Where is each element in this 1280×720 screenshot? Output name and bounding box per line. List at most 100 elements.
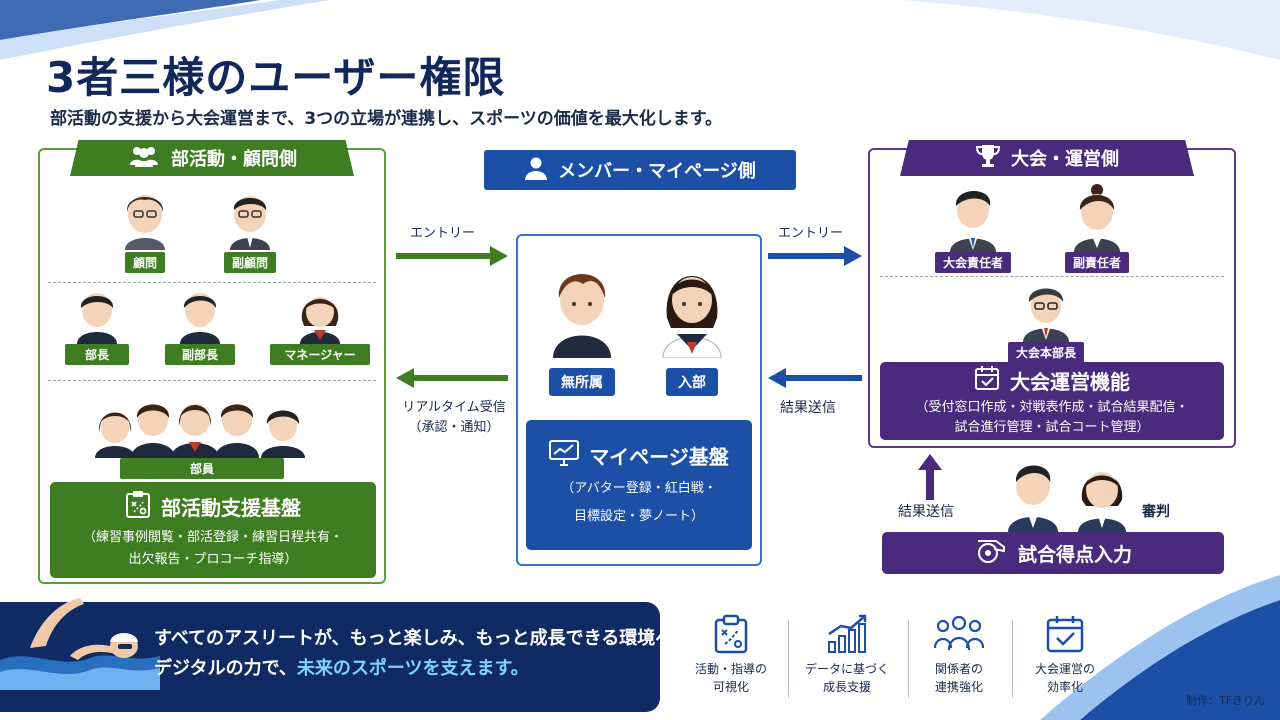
team-people-icon bbox=[933, 615, 985, 651]
feature-label-1: 大会運営の bbox=[1034, 662, 1095, 676]
score-input-box: 試合得点入力 bbox=[882, 532, 1224, 574]
divider bbox=[48, 380, 376, 381]
role-members: 部員 bbox=[92, 386, 312, 479]
results-arrow-left bbox=[768, 368, 862, 388]
club-panel-header: 部活動・顧問側 bbox=[70, 140, 354, 176]
user-icon bbox=[524, 156, 548, 185]
feature-label-2: 効率化 bbox=[1046, 680, 1083, 694]
role-label: 顧問 bbox=[124, 252, 165, 273]
tournament-ops-desc-2: 試合進行管理・試合コート管理） bbox=[954, 419, 1150, 435]
score-input-title: 試合得点入力 bbox=[1017, 543, 1132, 566]
member-platform-box: マイページ基盤 （アバター登録・紅白戦・ 目標設定・夢ノート） bbox=[526, 420, 752, 550]
divider bbox=[788, 620, 789, 698]
role-unaffiliated: 無所属 bbox=[540, 258, 624, 396]
feature-label-1: 活動・指導の bbox=[694, 662, 767, 676]
footer-line-2: デジタルの力で、未来のスポーツを支えます。 bbox=[154, 654, 691, 684]
page-subtitle: 部活動の支援から大会運営まで、3つの立場が連携し、スポーツの価値を最大化します。 bbox=[50, 109, 723, 129]
feature-label-2: 可視化 bbox=[712, 680, 749, 694]
role-label: マネージャー bbox=[270, 344, 370, 365]
role-label: 入部 bbox=[666, 368, 718, 396]
tournament-ops-desc-1: （受付窓口作成・対戦表作成・試合結果配信・ bbox=[915, 399, 1189, 415]
calendar-icon bbox=[974, 365, 1000, 396]
entry-arrow-right bbox=[768, 246, 862, 266]
entry-label-left: エントリー bbox=[410, 226, 476, 241]
avatar-vice-advisor-icon bbox=[230, 196, 270, 250]
role-vice-advisor: 副顧問 bbox=[215, 184, 285, 273]
role-captain: 部長 bbox=[62, 286, 132, 365]
tournament-ops-box: 大会運営機能 （受付窓口作成・対戦表作成・試合結果配信・ 試合進行管理・試合コー… bbox=[880, 362, 1224, 440]
swimmer-illustration bbox=[0, 598, 160, 690]
tournament-panel-title: 大会・運営側 bbox=[1011, 149, 1119, 170]
role-deputy: 副責任者 bbox=[1052, 182, 1142, 273]
avatar-manager-icon bbox=[300, 297, 340, 344]
divider bbox=[880, 276, 1224, 277]
feature-item: データに基づく成長支援 bbox=[792, 614, 902, 696]
avatar-joined-icon bbox=[662, 276, 722, 358]
role-label: 副部長 bbox=[165, 344, 235, 365]
calendar-check-icon bbox=[1046, 616, 1084, 653]
entry-arrow-left bbox=[396, 246, 508, 266]
feature-label-2: 連携強化 bbox=[934, 680, 983, 694]
referee-female-icon bbox=[1078, 472, 1126, 532]
tactics-board-icon bbox=[714, 614, 748, 654]
footer-line-2-prefix: デジタルの力で、 bbox=[154, 658, 297, 679]
realtime-arrow-left bbox=[396, 368, 508, 388]
avatar-director-icon bbox=[950, 191, 996, 252]
page-title: 3者三様のユーザー権限 bbox=[46, 53, 506, 102]
avatar-vice-captain-icon bbox=[180, 293, 220, 344]
role-label: 副責任者 bbox=[1064, 252, 1129, 273]
role-joined: 入部 bbox=[650, 258, 734, 396]
role-advisor: 顧問 bbox=[110, 184, 180, 273]
avatar-advisor-icon bbox=[125, 195, 165, 250]
results-send-label: 結果送信 bbox=[898, 504, 954, 520]
feature-item: 大会運営の効率化 bbox=[1010, 614, 1120, 696]
role-label: 無所属 bbox=[549, 368, 615, 396]
role-label: 部長 bbox=[65, 344, 129, 365]
divider bbox=[48, 282, 376, 283]
feature-item: 活動・指導の可視化 bbox=[676, 614, 786, 696]
realtime-label: リアルタイム受信 （承認・通知） bbox=[394, 398, 514, 438]
role-label: 大会本部長 bbox=[1007, 342, 1084, 363]
role-vice-captain: 副部長 bbox=[160, 286, 240, 365]
footer-line-2-highlight: 未来のスポーツを支えます。 bbox=[296, 658, 529, 679]
monitor-chart-icon bbox=[549, 439, 580, 471]
realtime-label-1: リアルタイム受信 bbox=[402, 400, 506, 415]
avatar-unaffiliated-icon bbox=[553, 274, 611, 358]
footer-message: すべてのアスリートが、もっと楽しみ、もっと成長できる環境へ。 デジタルの力で、未… bbox=[154, 624, 691, 684]
role-label: 部員 bbox=[120, 458, 284, 479]
growth-chart-icon bbox=[828, 614, 867, 653]
avatar-captain-icon bbox=[77, 293, 117, 344]
tournament-ops-title: 大会運営機能 bbox=[1010, 369, 1130, 394]
referee-male-icon bbox=[1008, 465, 1058, 532]
club-platform-title: 部活動支援基盤 bbox=[161, 495, 301, 520]
trophy-icon bbox=[975, 144, 1001, 173]
role-head-official: 大会本部長 bbox=[996, 282, 1096, 363]
member-panel-header: メンバー・マイページ側 bbox=[484, 150, 796, 190]
club-platform-box: 部活動支援基盤 （練習事例閲覧・部活登録・練習日程共有・ 出欠報告・プロコーチ指… bbox=[50, 482, 376, 578]
whistle-icon bbox=[974, 537, 1008, 570]
club-platform-desc-2: 出欠報告・プロコーチ指導） bbox=[128, 551, 298, 567]
member-platform-title: マイページ基盤 bbox=[589, 444, 729, 469]
member-platform-desc-2: 目標設定・夢ノート） bbox=[573, 508, 704, 524]
results-label: 結果送信 bbox=[780, 400, 836, 416]
member-platform-desc-1: （アバター登録・紅白戦・ bbox=[561, 480, 717, 496]
realtime-label-2: （承認・通知） bbox=[408, 420, 500, 435]
role-label: 大会責任者 bbox=[934, 252, 1011, 273]
member-panel-title: メンバー・マイページ側 bbox=[558, 161, 756, 182]
results-up-arrow bbox=[918, 454, 942, 500]
role-manager: マネージャー bbox=[268, 286, 372, 365]
avatar-deputy-icon bbox=[1074, 184, 1120, 252]
role-tournament-director: 大会責任者 bbox=[928, 182, 1018, 273]
feature-label-1: データに基づく bbox=[804, 662, 889, 676]
feature-item: 関係者の連携強化 bbox=[904, 614, 1014, 696]
tactics-board-icon bbox=[125, 490, 151, 523]
footer-line-1: すべてのアスリートが、もっと楽しみ、もっと成長できる環境へ。 bbox=[154, 628, 692, 649]
member-group-icon bbox=[95, 404, 305, 458]
club-platform-desc-1: （練習事例閲覧・部活登録・練習日程共有・ bbox=[82, 529, 343, 545]
tournament-panel-header: 大会・運営側 bbox=[900, 140, 1194, 176]
users-icon bbox=[127, 145, 161, 172]
divider bbox=[908, 620, 909, 698]
feature-label-1: 関係者の bbox=[934, 662, 983, 676]
divider bbox=[1012, 620, 1013, 698]
avatar-head-official-icon bbox=[1023, 288, 1069, 342]
